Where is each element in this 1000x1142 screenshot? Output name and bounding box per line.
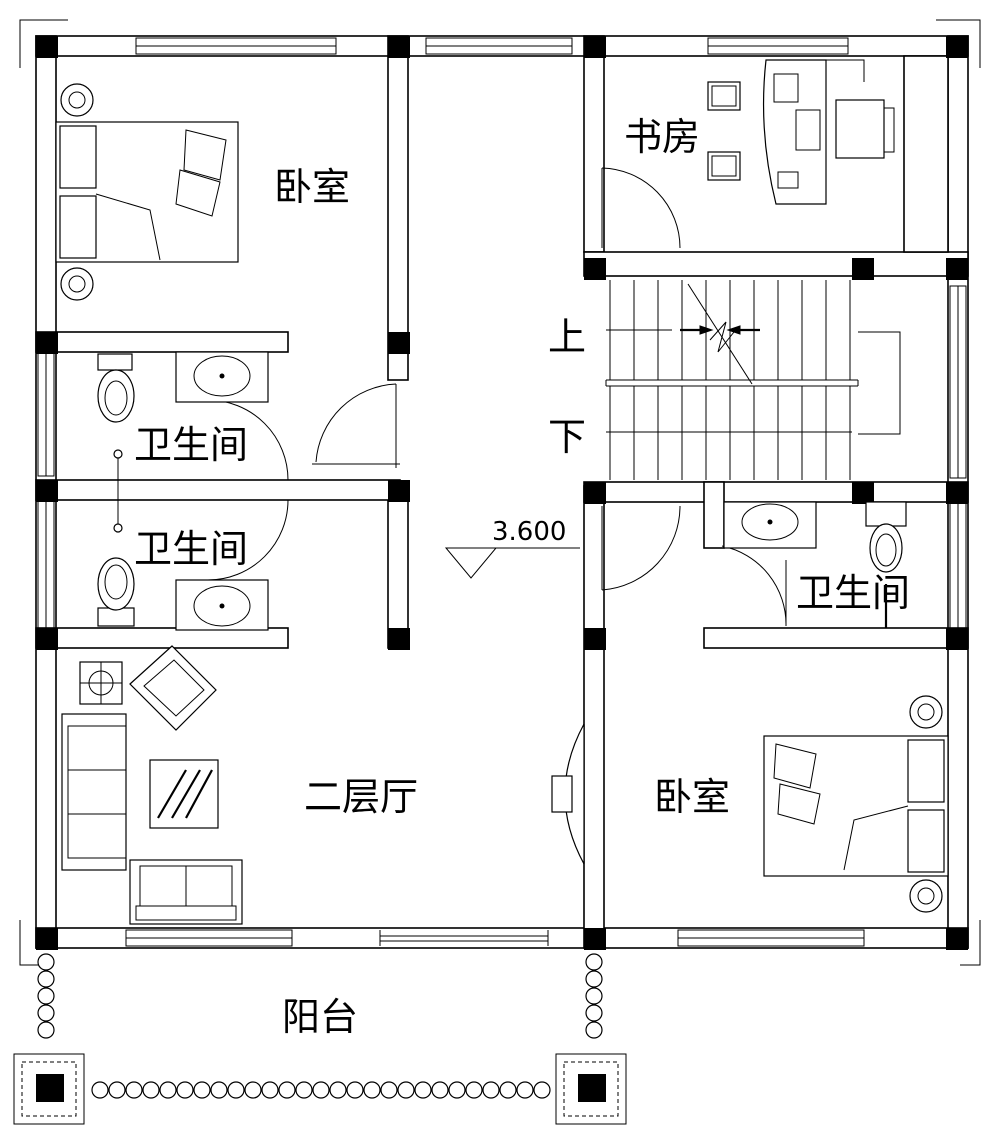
baluster bbox=[431, 1081, 449, 1099]
bed-se bbox=[763, 695, 949, 913]
room-label-balcony: 阳台 bbox=[282, 995, 358, 1039]
room-label-study: 书房 bbox=[624, 115, 700, 159]
hall-furniture bbox=[61, 645, 585, 925]
room-label-bedroom-nw: 卧室 bbox=[274, 165, 350, 209]
balcony-railing bbox=[13, 953, 627, 1125]
baluster bbox=[142, 1081, 160, 1099]
baluster bbox=[227, 1081, 245, 1099]
baluster bbox=[37, 987, 55, 1005]
baluster bbox=[482, 1081, 500, 1099]
baluster bbox=[312, 1081, 330, 1099]
baluster bbox=[278, 1081, 296, 1099]
baluster bbox=[585, 987, 603, 1005]
baluster bbox=[329, 1081, 347, 1099]
windows bbox=[37, 37, 967, 947]
baluster bbox=[261, 1081, 279, 1099]
baluster bbox=[533, 1081, 551, 1099]
baluster bbox=[210, 1081, 228, 1099]
baluster bbox=[397, 1081, 415, 1099]
room-label-hall: 二层厅 bbox=[304, 775, 418, 819]
stairs-down-label: 下 bbox=[548, 415, 586, 459]
bath-3-fixtures bbox=[723, 501, 907, 628]
baluster bbox=[499, 1081, 517, 1099]
baluster bbox=[125, 1081, 143, 1099]
study-furniture bbox=[707, 59, 895, 205]
interior-walls bbox=[35, 35, 969, 949]
baluster bbox=[91, 1081, 109, 1099]
baluster bbox=[176, 1081, 194, 1099]
room-label-bedroom-se: 卧室 bbox=[654, 775, 730, 819]
baluster bbox=[516, 1081, 534, 1099]
baluster bbox=[37, 1021, 55, 1039]
baluster bbox=[363, 1081, 381, 1099]
baluster bbox=[585, 1004, 603, 1022]
baluster bbox=[108, 1081, 126, 1099]
door-swings bbox=[207, 167, 787, 627]
corner-marks bbox=[19, 19, 981, 966]
sliding-door bbox=[379, 930, 549, 946]
baluster bbox=[346, 1081, 364, 1099]
stairs-up-label: 上 bbox=[548, 315, 586, 359]
elevation-label: 3.600 bbox=[492, 517, 566, 547]
bath-1-fixtures bbox=[97, 351, 269, 423]
room-label-bath-1: 卫生间 bbox=[134, 423, 248, 467]
bed-nw bbox=[55, 83, 239, 301]
room-label-bath-3: 卫生间 bbox=[796, 571, 910, 615]
baluster bbox=[295, 1081, 313, 1099]
baluster bbox=[37, 1004, 55, 1022]
staircase bbox=[605, 280, 901, 480]
baluster bbox=[159, 1081, 177, 1099]
baluster bbox=[193, 1081, 211, 1099]
baluster bbox=[585, 970, 603, 988]
baluster bbox=[37, 953, 55, 971]
bath-2-fixtures bbox=[97, 449, 269, 631]
baluster bbox=[585, 953, 603, 971]
baluster bbox=[448, 1081, 466, 1099]
baluster bbox=[380, 1081, 398, 1099]
baluster bbox=[465, 1081, 483, 1099]
baluster bbox=[244, 1081, 262, 1099]
columns bbox=[36, 36, 968, 950]
room-label-bath-2: 卫生间 bbox=[134, 527, 248, 571]
elevation-marker: 3.600 bbox=[444, 517, 580, 579]
baluster bbox=[585, 1021, 603, 1039]
baluster bbox=[37, 970, 55, 988]
baluster bbox=[414, 1081, 432, 1099]
